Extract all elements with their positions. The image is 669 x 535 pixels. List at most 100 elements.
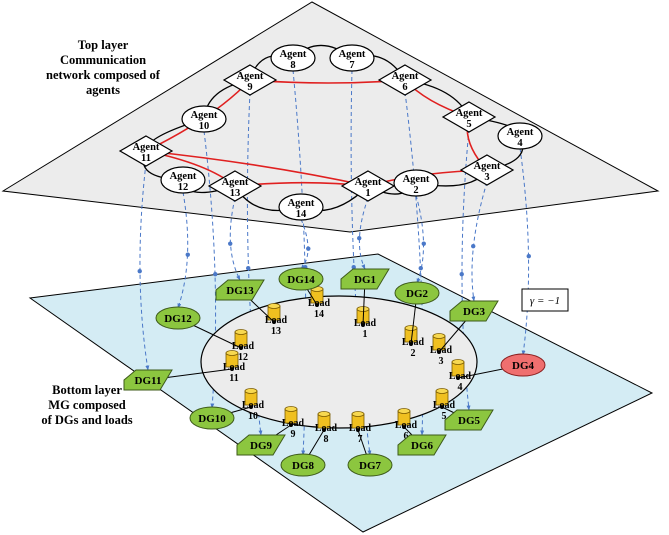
agent-word: Agent [355,177,382,188]
dg-diamond-shape [340,268,390,290]
link-junction-dot [185,252,190,257]
bottom-layer-caption: Bottom layer MG composed of DGs and load… [22,383,152,428]
load-number: 9 [291,429,296,440]
dg-diamond-shape [236,434,286,456]
load-word: Load [402,337,425,348]
link-junction-dot [421,241,426,246]
load-number: 1 [363,329,368,340]
load-cylinder-top [317,411,331,417]
top-caption-line: Top layer [77,38,129,52]
load-word: Load [354,318,377,329]
dg-dg12: DG12 [155,306,242,349]
link-junction-dot [228,241,233,246]
dg-dg4: DG4 [457,353,546,379]
dg-label: DG11 [135,375,162,387]
agent-word: Agent [456,108,483,119]
load-word: Load [315,423,338,434]
load-number: 10 [248,411,258,422]
load-cylinder-top [432,333,446,339]
gamma-label-box: γ = −1 [521,288,569,312]
dg-diamond-shape [444,409,494,431]
load-number: 11 [229,373,238,384]
agent-number: 12 [178,182,189,193]
agent-ellipse-shape [181,105,227,133]
agent-word: Agent [403,174,430,185]
agent-word: Agent [237,71,264,82]
agent-ellipse-shape [160,166,206,194]
agent-number: 11 [141,153,151,164]
agent-word: Agent [507,127,534,138]
dg-dg6: DG6 [397,426,447,456]
agent-word: Agent [133,142,160,153]
dg-ellipse-shape [347,453,393,477]
top-layer-plane [1,1,660,233]
top-caption-line: agents [85,83,121,97]
load-number: 4 [458,382,463,393]
gamma-box-frame [521,288,569,312]
dg-dg1: DG1 [340,268,390,326]
link-junction-dot [351,264,356,270]
dg-label: DG5 [458,415,481,427]
dg-label: DG6 [411,440,434,452]
top-layer-caption: Top layer Communication network composed… [28,38,178,98]
dg-diamond-shape [449,300,499,322]
link-junction-dot [418,265,423,271]
agent-diamond-shape [340,170,396,202]
agent-number: 7 [349,60,354,71]
load-cylinder-top [351,411,365,417]
load-cylinder-top [397,408,411,414]
agent-dg-link [358,197,369,270]
dg-ellipse-shape [500,353,546,377]
agent-word: Agent [280,49,307,60]
agent-diamond-shape [441,101,497,133]
top-caption-line: Communication [59,53,147,67]
load-word: Load [232,341,255,352]
dg-dg3: DG3 [438,300,499,353]
dg-ellipse-shape [394,281,440,305]
link-junction-dot [137,268,142,274]
dg-label: DG9 [250,440,273,452]
agent-ellipse-shape [393,169,439,197]
load-cylinder-top [404,325,418,331]
load-number: 2 [411,348,416,359]
leader-comm-link [145,148,369,188]
load-cylinder-top [451,359,465,365]
load-cylinder-top [435,388,449,394]
link-junction-dot [471,243,476,249]
link-junction-dot [459,271,464,277]
agent-diamond-shape [207,170,263,202]
load-number: 3 [439,356,444,367]
dg-dg11: DG11 [123,368,233,391]
dg-dg14: DG14 [278,267,324,306]
dg-dg2: DG2 [394,281,440,345]
load-cylinder-top [267,303,281,309]
agent-diamond-shape [459,154,515,186]
dg-dg7: DG7 [347,429,393,477]
agent-ellipse-shape [270,44,316,72]
dg-dg8: DG8 [280,429,326,477]
dg-ellipse-shape [278,267,324,291]
load-number: 13 [271,326,281,337]
agent-number: 9 [247,82,252,93]
agent-number: 3 [484,172,489,183]
load-cylinder-top [234,329,248,335]
dg-label: DG14 [287,274,315,286]
link-junction-dot [357,235,362,241]
